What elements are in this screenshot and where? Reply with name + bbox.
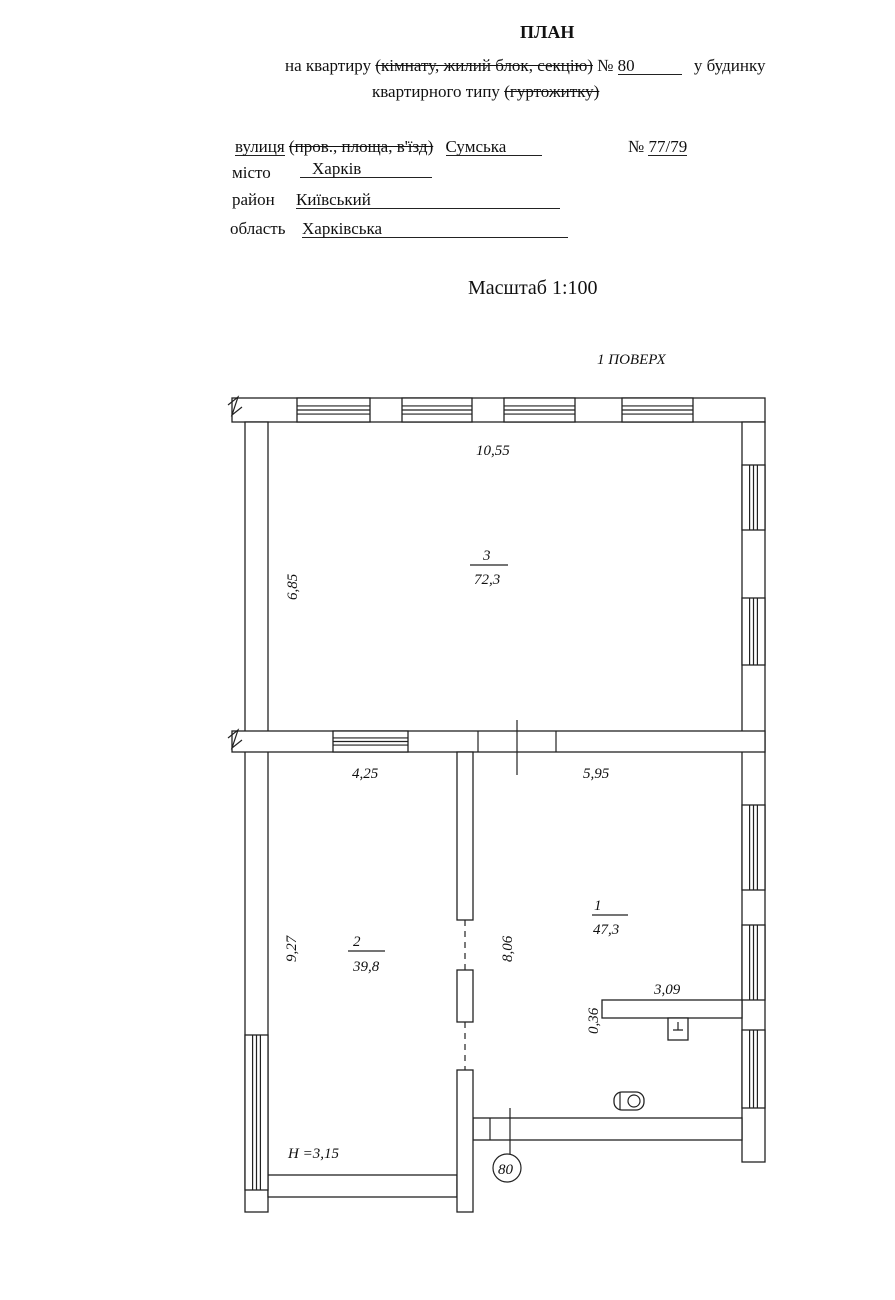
apartment-line: на квартиру (кімнату, жилий блок, секцію…	[285, 56, 765, 76]
apartment-struck-options: (кімнату, жилий блок, секцію)	[375, 56, 593, 75]
building-type-line: квартирного типу (гуртожитку)	[372, 82, 599, 102]
house-value: 77/79	[648, 137, 688, 156]
room-number: 2	[353, 934, 361, 950]
room-number: 1	[594, 898, 602, 914]
city-label: місто	[232, 163, 271, 182]
room-area: 47,3	[593, 922, 619, 938]
ceiling-height: H =3,15	[287, 1146, 339, 1162]
dim-room3-height: 6,85	[285, 573, 301, 600]
room-number: 3	[482, 548, 491, 564]
toilet-icon	[613, 1091, 645, 1111]
apartment-suffix: у будинку	[693, 56, 766, 75]
windows	[244, 397, 766, 1191]
dim-top-width: 10,55	[476, 443, 510, 459]
region-value: Харківська	[302, 220, 568, 238]
house-line: № 77/79	[628, 137, 688, 157]
dim-room2-height: 9,27	[284, 934, 300, 962]
room-area: 39,8	[352, 959, 380, 975]
house-label: №	[628, 137, 645, 156]
building-type-struck: (гуртожитку)	[504, 82, 600, 101]
street-value: Сумська	[445, 138, 542, 156]
district-label: район	[232, 190, 275, 209]
room-area: 72,3	[474, 572, 500, 588]
dim-room1-width: 5,95	[583, 766, 610, 782]
scale-label: Масштаб 1:100	[468, 277, 598, 299]
room-1-label: 1 47,3	[592, 898, 628, 938]
document-title: ПЛАН	[520, 22, 575, 42]
street-label-struck: (пров., площа, в'їзд)	[288, 137, 434, 156]
dim-room1-height: 8,06	[500, 935, 516, 962]
street-label: вулиця	[235, 137, 285, 156]
building-type: квартирного типу	[372, 82, 500, 101]
district-value: Київський	[296, 191, 560, 209]
dim-partition-length: 3,09	[653, 982, 681, 998]
apartment-marker: 80	[492, 1153, 522, 1183]
apartment-marker-number: 80	[498, 1162, 514, 1178]
number-label: №	[597, 56, 614, 75]
room-3-label: 3 72,3	[470, 548, 508, 588]
room-2-label: 2 39,8	[348, 934, 385, 975]
region-label: область	[230, 219, 286, 238]
street-line: вулиця (пров., площа, в'їзд) Сумська	[235, 137, 542, 157]
walls	[227, 395, 766, 1213]
dim-room2-width: 4,25	[352, 766, 379, 782]
dim-partition-thickness: 0,36	[586, 1007, 602, 1034]
city-value: Харків	[300, 160, 432, 178]
apartment-prefix: на квартиру	[285, 56, 372, 75]
floor-label: 1 ПОВЕРХ	[597, 352, 666, 368]
apartment-number: 80	[617, 57, 682, 75]
